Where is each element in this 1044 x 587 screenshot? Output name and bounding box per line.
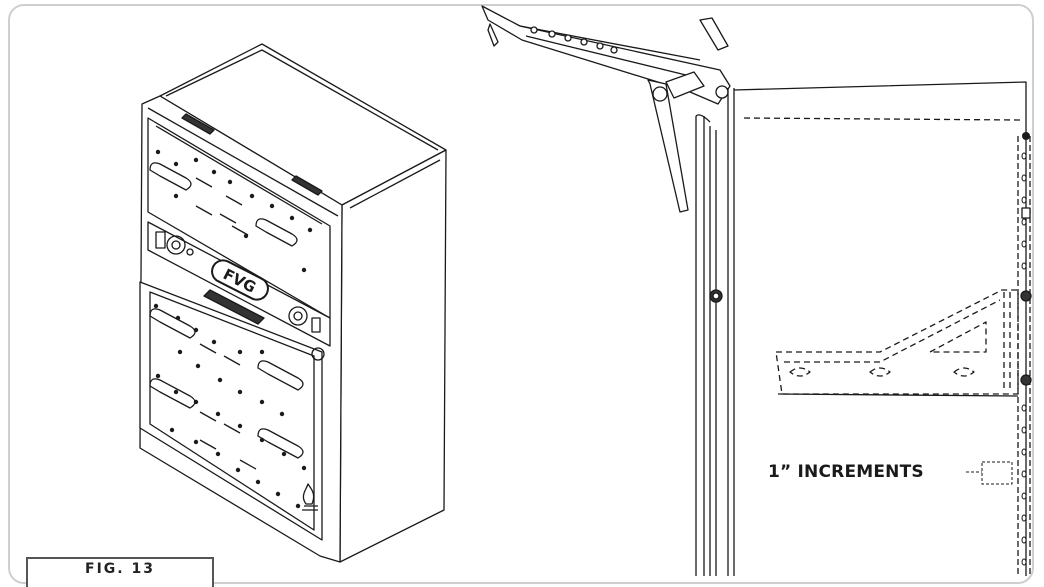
flame-icon	[302, 483, 318, 511]
power-switch-icon	[155, 231, 166, 249]
hinge-top	[181, 113, 323, 196]
perforated-rail	[1017, 132, 1031, 576]
cabinet-unit: FVG	[139, 43, 447, 563]
increments-callout: 1” INCREMENTS	[768, 462, 924, 482]
mounting-bracket	[775, 289, 1019, 395]
figure-label: FIG. 13	[26, 557, 214, 587]
increment-marker	[966, 461, 1013, 485]
knob-icon	[288, 306, 308, 326]
mounting-holes	[153, 149, 313, 509]
power-switch-icon	[311, 317, 321, 333]
wall-mount-detail	[481, 5, 1032, 576]
knob-icon	[166, 235, 186, 255]
vent-slots-upper	[149, 162, 298, 247]
